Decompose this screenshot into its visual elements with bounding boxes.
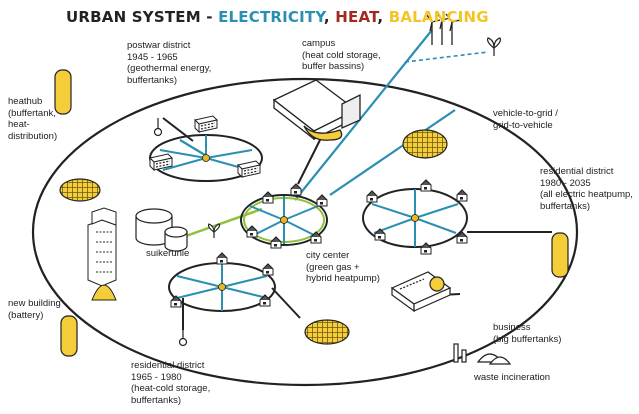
- ring-residential-1965: [168, 262, 276, 312]
- title-prefix: URBAN SYSTEM -: [66, 8, 219, 26]
- factory-icon: [453, 343, 512, 365]
- label-vehicle-to-grid: vehicle-to-grid / grid-to-vehicle: [493, 108, 558, 131]
- solar-panel-icon: [59, 129, 448, 345]
- car-charger-icon: [153, 118, 188, 347]
- title-sep-1: ,: [323, 8, 336, 26]
- business-building: [390, 271, 452, 313]
- label-residential-1980: residential district 1980 - 2035 (all el…: [540, 166, 633, 212]
- main-grid-ellipse: [31, 77, 579, 387]
- label-heathub: heathub (buffertank, heat- distribution): [8, 96, 58, 142]
- label-city-center: city center (green gas + hybrid heatpump…: [306, 250, 380, 284]
- title-balancing: BALANCING: [388, 8, 489, 26]
- label-campus: campus (heat cold storage, buffer bassin…: [302, 38, 381, 72]
- label-waste-incineration: waste incineration: [474, 372, 551, 383]
- gas-tank-icon: [135, 208, 188, 252]
- green-gas-line: [185, 207, 263, 238]
- title-sep-2: ,: [377, 8, 389, 26]
- label-business: business (big buffertanks): [493, 322, 562, 345]
- seedling-icon: [207, 37, 501, 238]
- ring-residential-1980: [362, 188, 468, 248]
- label-postwar-district: postwar district 1945 - 1965 (geothermal…: [127, 40, 212, 86]
- battery-tower-icon: [87, 207, 117, 301]
- title-heat: HEAT: [335, 8, 378, 26]
- buffertank-icon: [54, 69, 569, 357]
- future-power-line: [404, 51, 489, 63]
- campus-building: [272, 79, 361, 141]
- ring-city-center: [240, 194, 328, 246]
- label-residential-1965: residential district 1965 - 1980 (heat-c…: [131, 360, 211, 406]
- label-suikerunie: suikerunie: [146, 248, 190, 259]
- wind-turbines-icon: [425, 11, 461, 45]
- title-electricity: ELECTRICITY: [218, 8, 324, 26]
- page-title: URBAN SYSTEM - ELECTRICITY, HEAT, BALANC…: [66, 8, 489, 26]
- label-new-building: new building (battery): [8, 298, 61, 321]
